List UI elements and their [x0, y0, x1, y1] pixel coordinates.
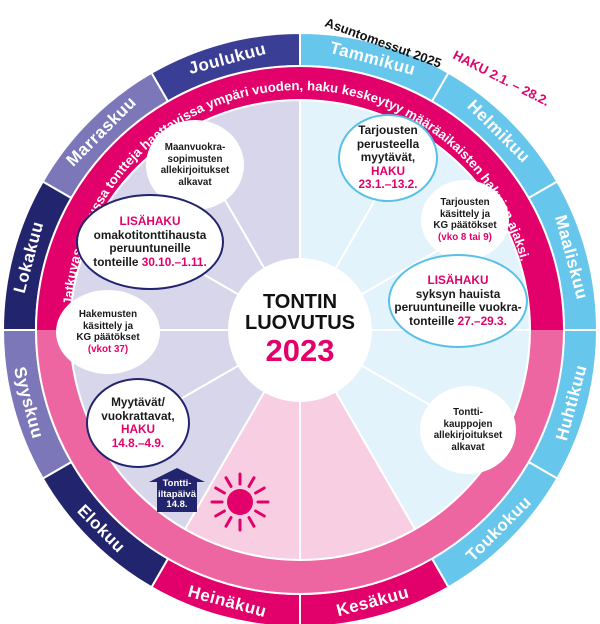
bubble-date: 27.–29.3. — [457, 313, 507, 328]
center-title: TONTIN LUOVUTUS 2023 — [228, 258, 372, 402]
center-line1: TONTIN — [262, 291, 338, 313]
bubble-text: Tontti- — [453, 407, 483, 418]
ring-band-top — [36, 66, 564, 331]
bubble-text: KG päätökset — [76, 332, 140, 343]
tontti-iltapaiva-marker: Tontti- iltapäivä 14.8. — [147, 468, 207, 512]
bubble-text: sopimusten — [167, 153, 223, 165]
bubble-lisahaku-kevat: LISÄHAKU syksyn hauista peruuntuneille v… — [388, 254, 528, 348]
bubble-tonttikauppojen: Tontti- kauppojen allekirjoitukset alkav… — [420, 386, 516, 474]
bubble-text: vuokrattavat, — [101, 408, 175, 423]
bubble-text: (vkot 37) — [87, 343, 129, 355]
bubble-text: peruuntuneille — [109, 241, 191, 255]
bubble-text: tonteille 30.10.–1.11. — [93, 254, 207, 270]
bubble-text: myytävät, — [360, 150, 416, 165]
center-line2: LUOVUTUS — [245, 312, 355, 334]
bubble-lisahaku-syksy: LISÄHAKU omakotitonttihausta peruuntunei… — [76, 194, 224, 290]
bubble-text: 23.1.–13.2. — [358, 177, 418, 192]
bubble-text: käsittely ja — [82, 320, 134, 332]
bubble-text: tonteille — [409, 313, 455, 328]
center-year: 2023 — [265, 333, 335, 368]
marker-text: Tontti- — [162, 478, 192, 489]
sun-icon — [210, 472, 270, 532]
bubble-text: omakotitonttihausta — [93, 227, 207, 242]
ring-edge-outer — [35, 65, 565, 595]
bubble-text: Myytävät/ — [111, 395, 165, 409]
bubble-myytavat-syksy: Myytävät/ vuokrattavat, HAKU 14.8.–4.9. — [86, 378, 190, 468]
bubble-text: alkavat — [451, 441, 485, 453]
bubble-text: 14.8.–4.9. — [111, 435, 165, 450]
bubble-text: LISÄHAKU — [427, 273, 489, 287]
bubble-text: LISÄHAKU — [119, 214, 181, 228]
bubble-text: kauppojen — [443, 418, 493, 430]
bubble-text: perusteella — [356, 136, 420, 151]
bubble-text: HAKU — [370, 163, 406, 178]
bubble-text: allekirjoitukset — [433, 430, 503, 441]
marker-text: 14.8. — [166, 499, 188, 510]
month-ring — [1, 31, 599, 624]
bubble-tarjousten-myytavat: Tarjousten perusteella myytävät, HAKU 23… — [338, 114, 438, 202]
bubble-text: Maanvuokra- — [164, 142, 226, 153]
bubble-text: tonteille — [93, 254, 139, 269]
bubble-text: KG päätökset — [433, 220, 497, 231]
ring-band-bottom — [36, 329, 564, 594]
bubble-text: alkavat — [178, 176, 212, 188]
marker-text: iltapäivä — [157, 488, 197, 500]
bubble-text: Tarjousten — [440, 197, 490, 208]
bubble-text: HAKU — [120, 422, 156, 436]
bubble-hakemusten: Hakemusten käsittely ja KG päätökset (vk… — [56, 290, 160, 374]
bubble-text: peruuntuneille vuokra- — [394, 300, 522, 314]
bubble-text: syksyn hauista — [415, 286, 501, 301]
bubble-date: 30.10.–1.11. — [141, 254, 207, 269]
up-arrow-icon — [149, 468, 205, 512]
bubble-text: tonteille 27.–29.3. — [409, 313, 507, 329]
bubble-text: käsittely ja — [439, 208, 491, 220]
bubble-text: allekirjoitukset — [160, 165, 230, 176]
bubble-text: (vko 8 tai 9) — [438, 231, 492, 243]
bubble-tarjousten-kasittely: Tarjousten käsittely ja KG päätökset (vk… — [421, 180, 509, 260]
bubble-text: Hakemusten — [78, 309, 138, 320]
bubble-text: Tarjousten — [358, 123, 418, 138]
